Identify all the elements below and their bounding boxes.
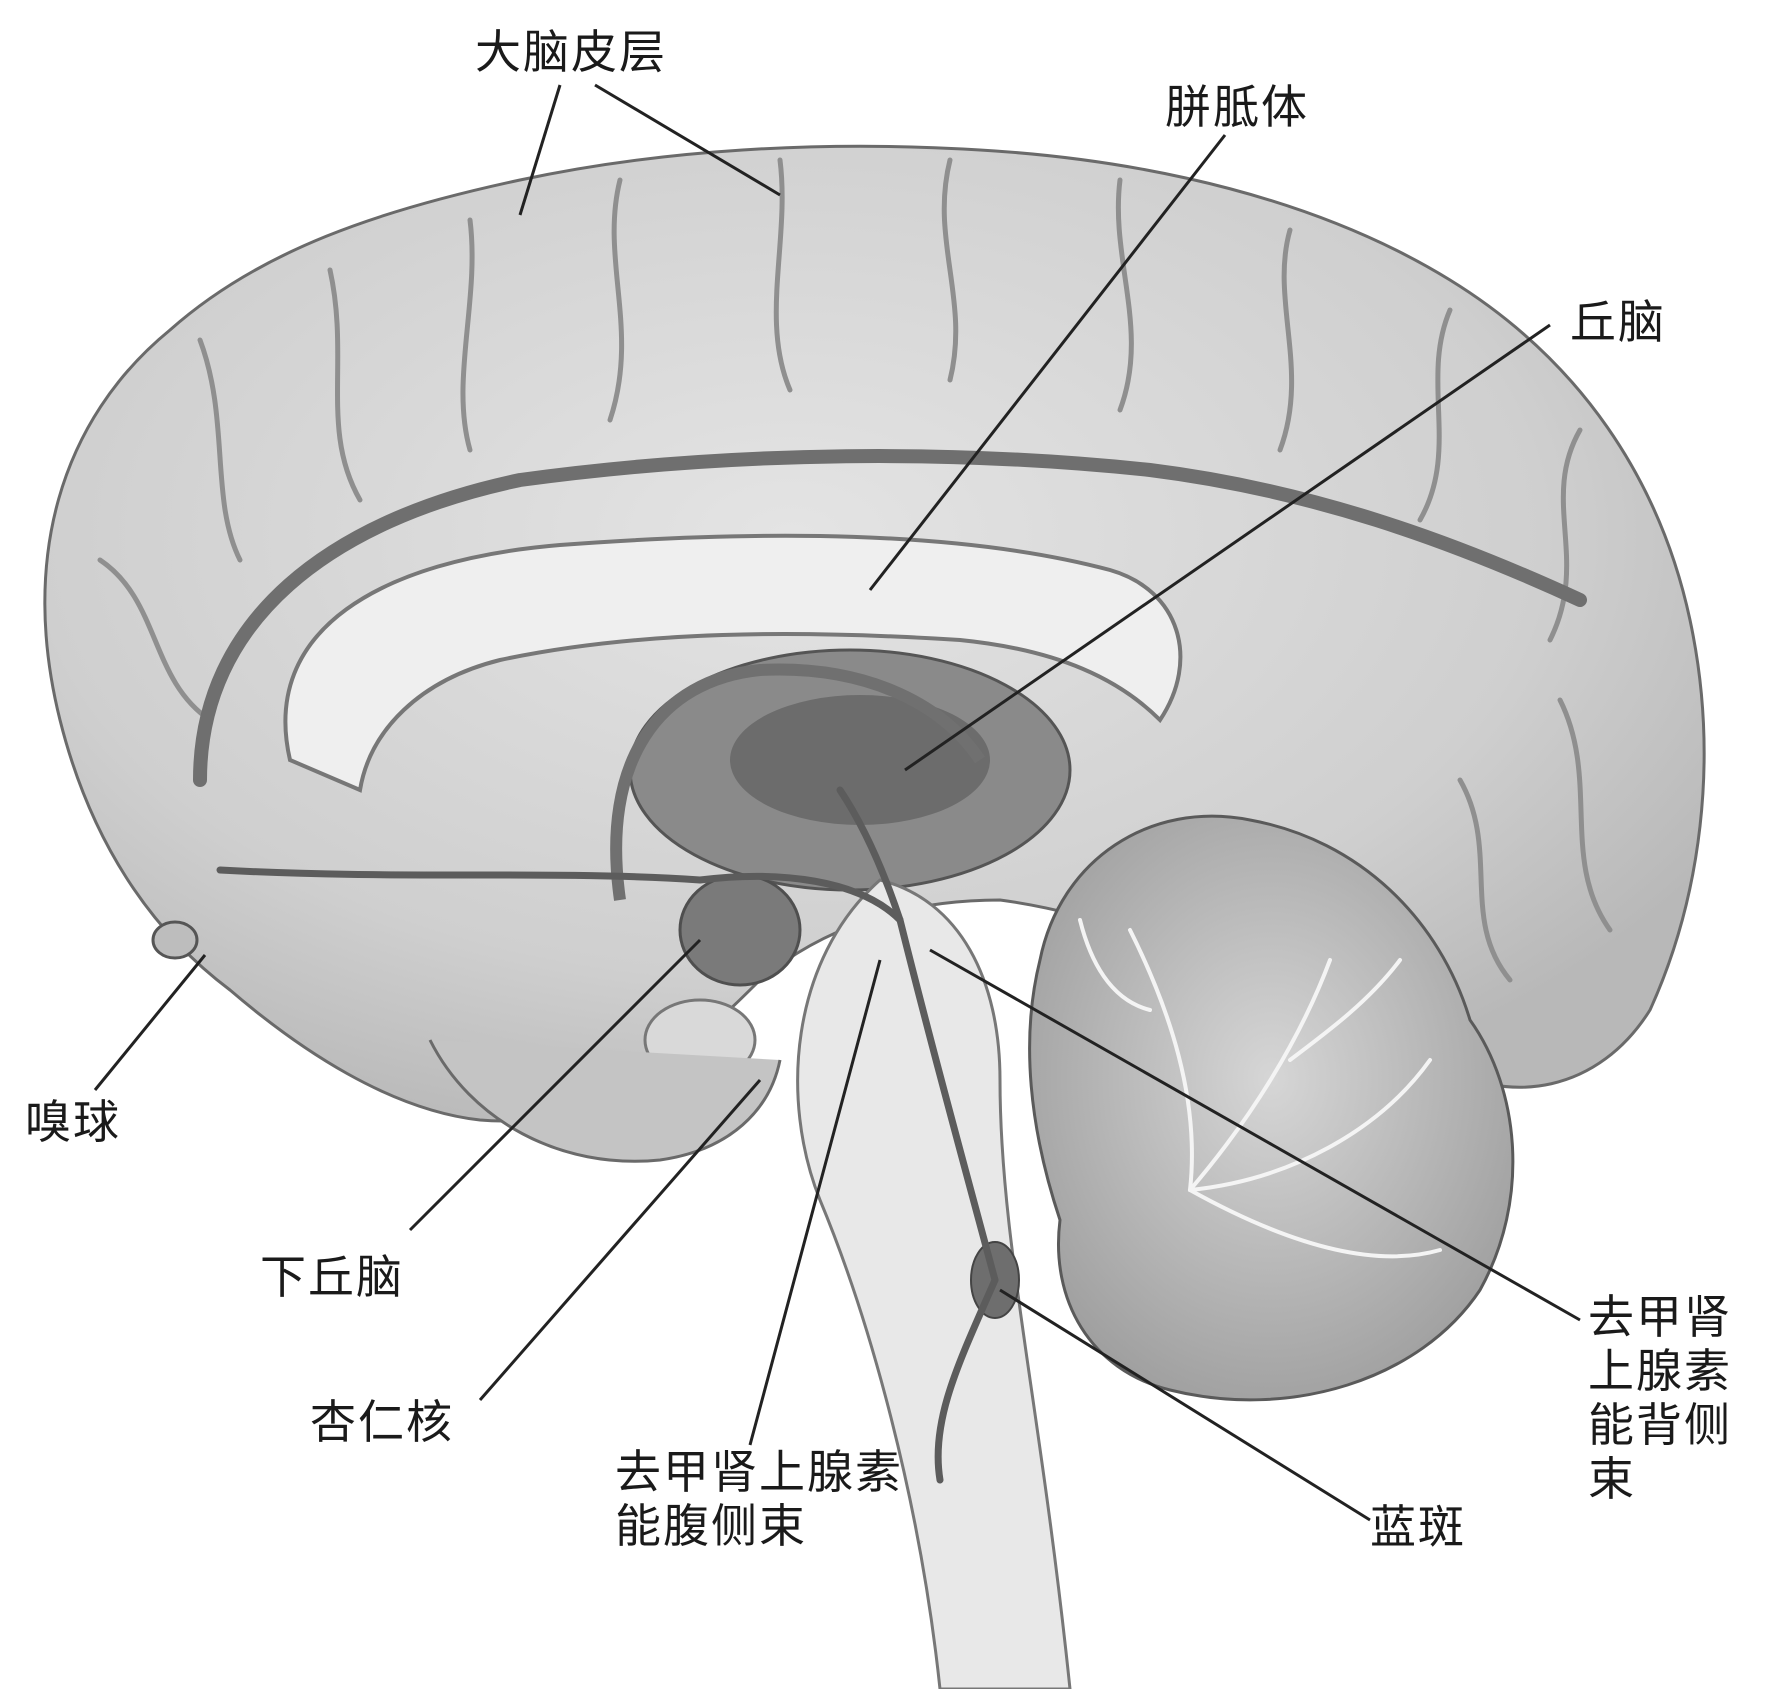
label-locus-coeruleus: 蓝斑 (1370, 1500, 1466, 1554)
leader-amygdala (478, 1079, 762, 1401)
label-thalamus: 丘脑 (1570, 295, 1666, 349)
label-olfactory-bulb: 嗅球 (25, 1095, 121, 1149)
olfactory-bulb-shape (151, 920, 199, 960)
label-cerebral-cortex: 大脑皮层 (475, 25, 667, 79)
leader-olfactory-bulb (93, 954, 207, 1091)
corpus-callosum-shape (283, 533, 1183, 793)
leader-hypothalamus (408, 938, 702, 1232)
leader-cortex-2 (594, 83, 781, 197)
hypothalamus-shape (678, 873, 802, 987)
leader-dorsal-bundle (929, 948, 1581, 1322)
thalamus-core (730, 695, 990, 825)
temporal-lobe (428, 1039, 782, 1163)
label-hypothalamus: 下丘脑 (260, 1250, 404, 1304)
leader-cortex-1 (518, 84, 562, 216)
gyri-folds (97, 157, 1613, 983)
cingulate-sulcus (193, 449, 1587, 787)
leader-locus-coeruleus (999, 1288, 1371, 1522)
label-amygdala: 杏仁核 (310, 1395, 454, 1449)
leader-ventral-bundle (748, 959, 882, 1446)
label-dorsal-bundle: 去甲肾 上腺素 能背侧束 (1588, 1290, 1732, 1506)
label-ventral-bundle: 去甲肾上腺素 能腹侧束 (615, 1445, 903, 1553)
fornix (610, 663, 985, 901)
noradrenergic-pathways (216, 786, 999, 1484)
leader-thalamus (904, 323, 1551, 772)
arbor-vitae (1078, 918, 1442, 1259)
brainstem (796, 878, 1072, 1689)
leader-lines (93, 83, 1581, 1522)
label-corpus-callosum: 胼胝体 (1165, 80, 1309, 134)
leader-corpus-callosum (868, 134, 1227, 591)
cerebellum (1028, 814, 1515, 1402)
